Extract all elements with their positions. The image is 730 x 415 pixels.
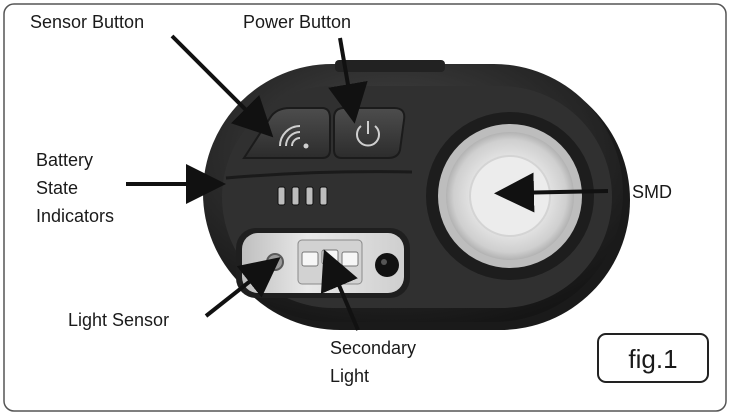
light-sensor bbox=[266, 253, 284, 271]
battery-indicator-led bbox=[305, 186, 314, 206]
callout-arrows bbox=[126, 34, 609, 331]
battery-indicator-led bbox=[291, 186, 300, 206]
power-icon bbox=[356, 121, 380, 147]
ir-lens-highlight bbox=[381, 259, 387, 265]
ir-lens bbox=[375, 253, 399, 277]
sensor-wave-icon bbox=[279, 125, 309, 149]
label-battery-line1: Battery bbox=[36, 150, 93, 170]
arrow-light-sensor bbox=[204, 257, 281, 318]
label-secondary-line2: Light bbox=[330, 366, 369, 386]
arrow-smd bbox=[494, 172, 609, 213]
arrow-secondary-light bbox=[320, 249, 360, 331]
figure-tag: fig.1 bbox=[628, 344, 677, 374]
body-groove bbox=[225, 170, 413, 180]
secondary-light-led bbox=[301, 251, 319, 267]
secondary-light bbox=[297, 239, 363, 285]
label-smd: SMD bbox=[632, 182, 672, 202]
arrow-sensor-button bbox=[170, 34, 274, 138]
label-battery-line3: Indicators bbox=[36, 206, 114, 226]
figure-tag-box bbox=[597, 333, 709, 383]
device-clip bbox=[335, 60, 445, 72]
battery-indicator-led bbox=[277, 186, 286, 206]
device-illustration bbox=[203, 60, 630, 330]
label-light-sensor: Light Sensor bbox=[68, 310, 169, 330]
sensor-button[interactable] bbox=[242, 107, 331, 159]
label-power-button: Power Button bbox=[243, 12, 351, 32]
label-battery-line2: State bbox=[36, 178, 78, 198]
label-secondary-line1: Secondary bbox=[330, 338, 416, 358]
secondary-light-led bbox=[321, 249, 339, 265]
power-button[interactable] bbox=[333, 107, 406, 159]
battery-indicator-led bbox=[319, 186, 328, 206]
battery-state-indicators bbox=[277, 186, 328, 206]
arrow-power-button bbox=[328, 37, 368, 124]
secondary-light-led bbox=[341, 251, 359, 267]
smd-emitter bbox=[469, 155, 551, 237]
label-sensor-button: Sensor Button bbox=[30, 12, 144, 32]
figure-border bbox=[3, 3, 727, 412]
